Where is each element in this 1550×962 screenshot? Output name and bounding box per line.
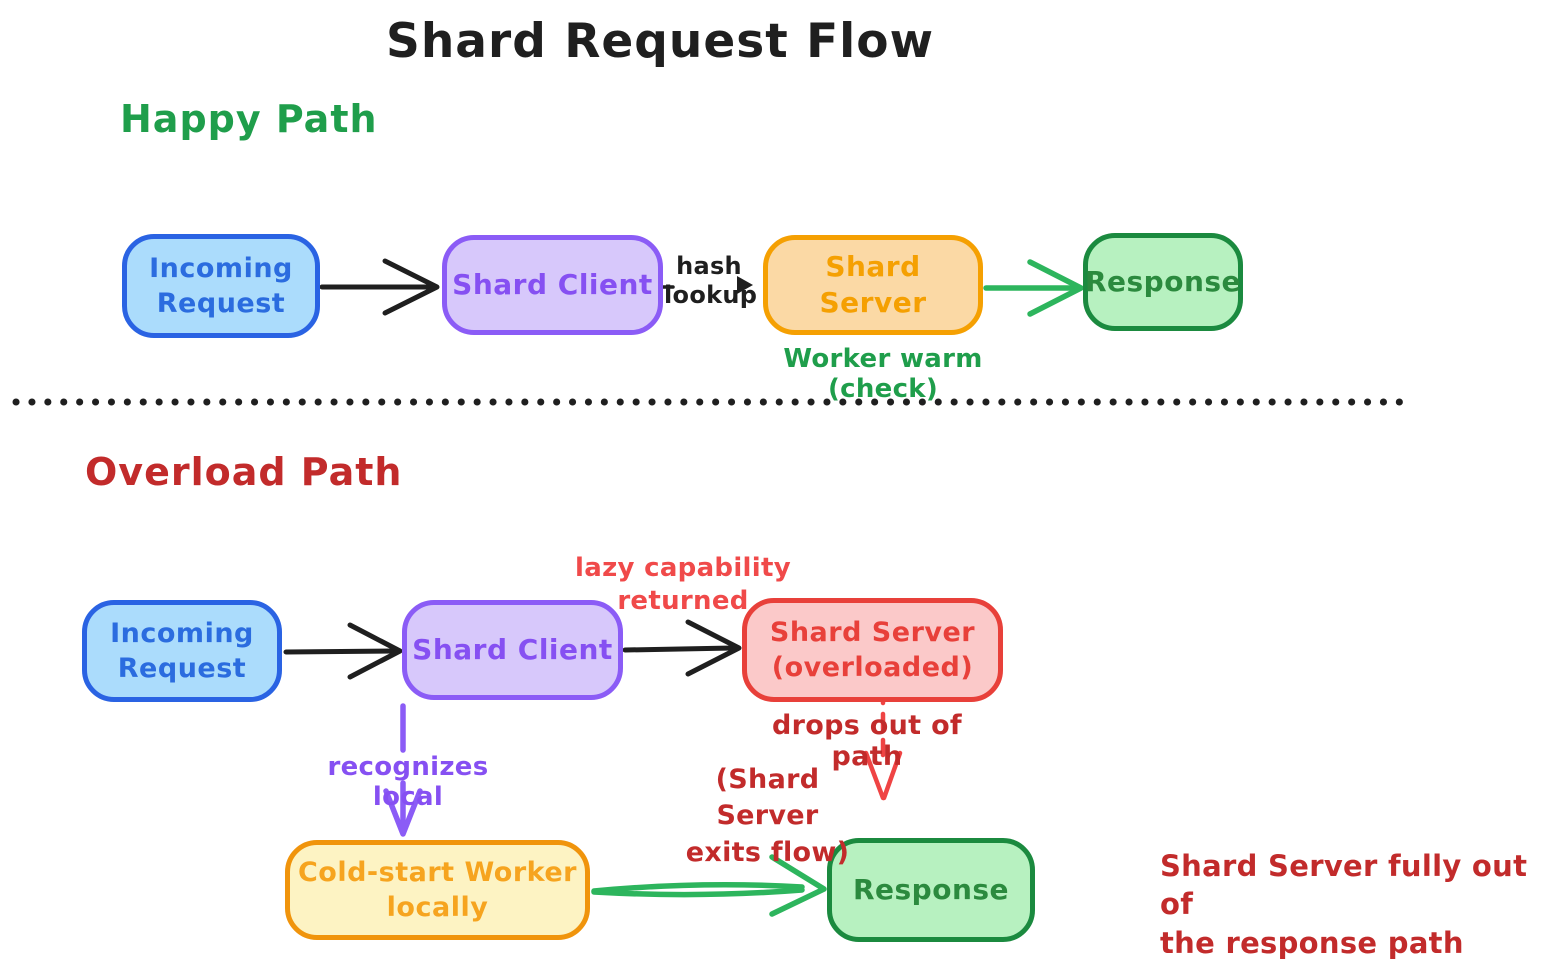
- arrow-coldstart-to-response-line-top: [591, 882, 805, 894]
- label-hash-lookup: hash lookup: [664, 252, 758, 310]
- arrow-ol-client-to-server-head: [685, 619, 742, 677]
- label-shard-server-fully-out: Shard Server fully out of the response p…: [1160, 849, 1528, 960]
- label-shard-server-exits-flow: (Shard Server exits flow): [685, 764, 850, 868]
- node-shard-client-happy: Shard Client: [442, 235, 663, 335]
- diagram-title: Shard Request Flow: [386, 14, 934, 69]
- label-recognizes-local: recognizes local: [327, 752, 489, 812]
- node-response-happy: Response: [1083, 233, 1243, 331]
- node-cold-start-worker: Cold-start Worker locally: [285, 840, 590, 940]
- arrow-ol-incoming-to-client-head: [347, 622, 403, 680]
- node-response-overload: Response: [827, 838, 1035, 942]
- node-shard-server-overloaded: Shard Server (overloaded): [742, 598, 1003, 702]
- node-shard-server-happy: Shard Server: [763, 235, 983, 335]
- overload-path-heading: Overload Path: [85, 450, 403, 494]
- arrow-ol-incoming-to-client-line: [283, 648, 397, 655]
- label-worker-warm-check: Worker warm (check): [783, 344, 983, 404]
- node-incoming-request-happy: Incoming Request: [122, 234, 320, 338]
- arrow-hp-server-to-response-head: [1027, 259, 1084, 317]
- arrow-coldstart-to-response-line-bottom: [591, 887, 805, 898]
- label-lazy-capability-returned: lazy capability returned: [575, 553, 791, 616]
- happy-path-heading: Happy Path: [120, 97, 378, 141]
- arrow-ol-client-to-server-line: [622, 645, 736, 653]
- arrow-hp-incoming-to-client-head: [382, 258, 440, 316]
- node-shard-client-overload: Shard Client: [402, 600, 623, 700]
- label-drops-out-of-path: drops out of path: [772, 710, 962, 772]
- node-incoming-request-overload: Incoming Request: [82, 600, 282, 702]
